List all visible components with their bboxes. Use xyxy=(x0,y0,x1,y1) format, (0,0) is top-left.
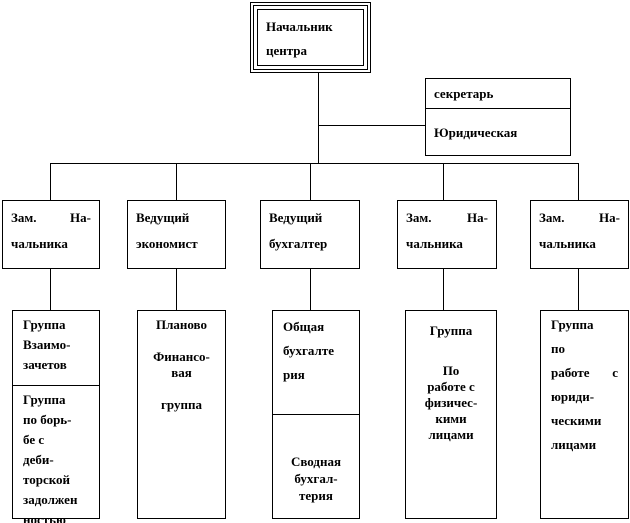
label: по борь- xyxy=(23,412,72,427)
label: ческими xyxy=(551,413,602,428)
label: терия xyxy=(299,488,333,503)
offset-group-box: Группа Взаимо- зачетов Группа по борь- б… xyxy=(12,310,100,523)
label: Группа xyxy=(23,317,66,332)
deputy-head-box-1: Зам. На- чальника xyxy=(2,200,100,269)
label: лицами xyxy=(551,437,597,452)
label: вая xyxy=(171,365,192,380)
label: бухгалтер xyxy=(269,236,328,251)
deputy-head-box-2: Зам. На- чальника xyxy=(397,200,497,269)
label: физичес- xyxy=(424,395,478,410)
head-line2: центра xyxy=(266,43,308,58)
label: Зам. На- xyxy=(11,210,91,225)
label: лицами xyxy=(428,427,474,442)
label: работе с xyxy=(427,379,475,394)
deputy-head-box-3: Зам. На- чальника xyxy=(530,200,629,269)
head-line1: Начальник xyxy=(266,19,333,34)
label: чальника xyxy=(539,236,596,251)
label: экономист xyxy=(136,236,198,251)
lead-economist-box: Ведущий экономист xyxy=(127,200,226,269)
label: юриди- xyxy=(551,389,595,404)
label: по xyxy=(551,341,565,356)
label: По xyxy=(442,363,460,378)
label: Группа xyxy=(429,323,473,338)
head-box: Начальник центра xyxy=(250,2,371,73)
label: работе с xyxy=(551,365,618,380)
lead-accountant-box: Ведущий бухгалтер xyxy=(260,200,360,269)
label: Взаимо- xyxy=(23,337,71,352)
label: Планово xyxy=(155,317,207,332)
label: чальника xyxy=(406,236,463,251)
label: зачетов xyxy=(23,357,67,372)
label: чальника xyxy=(11,236,68,251)
label: рия xyxy=(283,367,305,382)
label: бухгал- xyxy=(294,471,338,486)
label: деби- xyxy=(23,452,54,467)
label: Ведущий xyxy=(136,210,190,225)
label: Группа xyxy=(551,317,594,332)
label: кими xyxy=(435,411,467,426)
legal-entities-group-box: Группа по работе с юриди- ческими лицами xyxy=(540,310,629,519)
label: группа xyxy=(161,397,202,412)
label: ностью xyxy=(23,512,66,523)
secretary-label: секретарь xyxy=(426,79,570,109)
label: бе с xyxy=(23,432,45,447)
label: Сводная xyxy=(290,454,342,469)
label: Финансо- xyxy=(153,349,210,364)
label: Зам. На- xyxy=(406,210,488,225)
label: Группа xyxy=(23,392,66,407)
legal-label: Юридическая xyxy=(434,125,518,140)
label: Зам. На- xyxy=(539,210,620,225)
label: торской xyxy=(23,472,71,487)
individuals-group-box: Группа По работе с физичес- кими лицами xyxy=(405,310,497,519)
label: задолжен xyxy=(23,492,78,507)
label: бухгалте xyxy=(283,343,334,358)
label: Общая xyxy=(283,319,325,334)
planning-finance-group-box: Планово Финансо- вая группа xyxy=(137,310,226,519)
accounting-box: Общая бухгалте рия Сводная бухгал- терия xyxy=(272,310,360,519)
side-box: секретарь Юридическая xyxy=(425,78,571,156)
label: Ведущий xyxy=(269,210,323,225)
